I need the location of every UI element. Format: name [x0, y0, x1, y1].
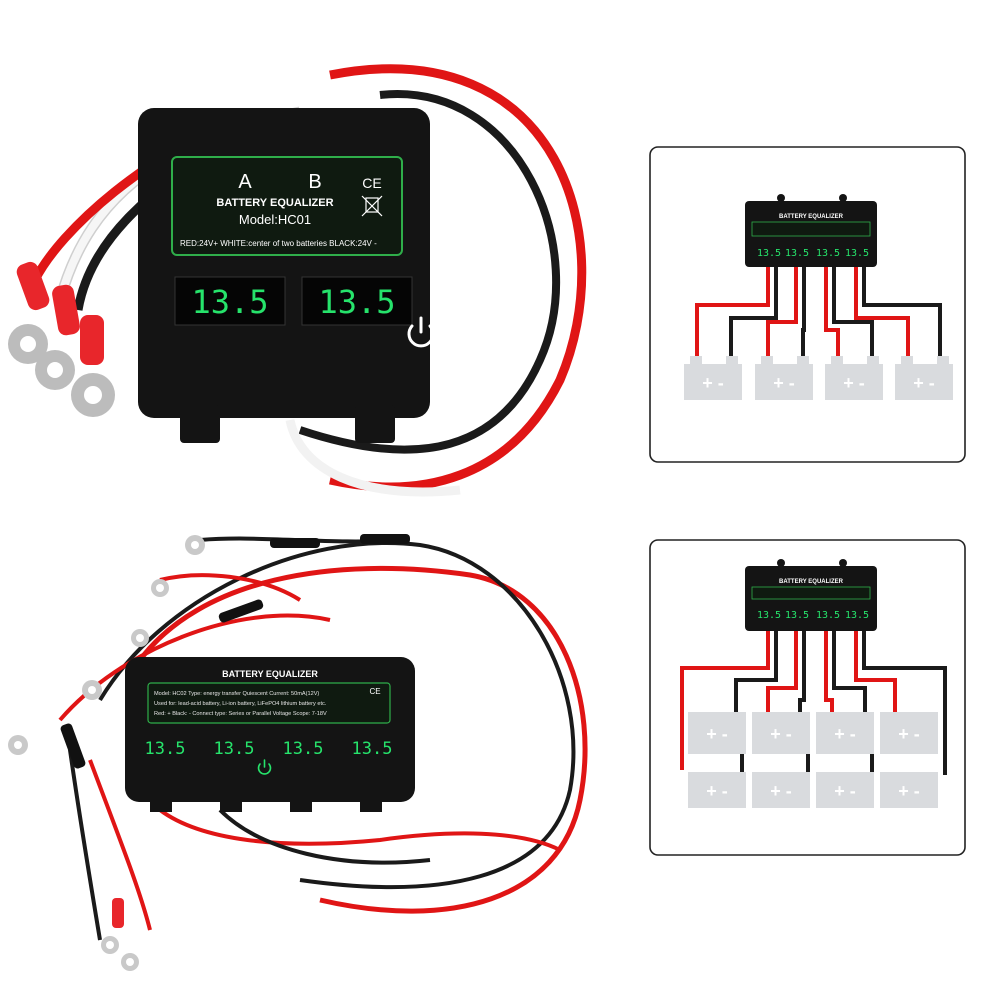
red-wire-right: [329, 64, 587, 492]
black-wire-right: [298, 90, 561, 454]
diagram-display-1: 13.5: [757, 248, 781, 259]
recycle-bin-icon: [361, 195, 383, 217]
ring-terminal: [8, 261, 50, 364]
red-wire: [158, 808, 561, 852]
hc01-display-b-bezel: [301, 276, 413, 326]
diagram-wires: [695, 264, 942, 360]
battery: + -: [752, 772, 810, 808]
label-b: B: [308, 171, 321, 193]
battery: + -: [684, 356, 742, 400]
svg-text:+ -: + -: [898, 724, 920, 744]
white-wire-bottom: [285, 418, 461, 497]
hc01-title: BATTERY EQUALIZER: [216, 197, 333, 209]
svg-text:+ -: + -: [706, 724, 728, 744]
battery: + -: [895, 356, 953, 400]
svg-text:+ -: + -: [913, 373, 935, 393]
diagram-display-2: 13.5: [785, 610, 809, 621]
diagram-wires: [680, 628, 947, 780]
black-wire: [98, 540, 576, 890]
ring-terminal: [185, 535, 205, 555]
battery: + -: [880, 772, 938, 808]
black-wire: [68, 749, 102, 941]
diagram-module-title: BATTERY EQUALIZER: [779, 579, 844, 585]
mounting-tab: [220, 790, 242, 812]
svg-text:+ -: + -: [834, 781, 856, 801]
red-wire: [159, 573, 302, 602]
diagram-display-3: 13.5: [816, 248, 840, 259]
battery: + -: [688, 772, 746, 808]
ring-terminal: [35, 284, 80, 390]
diagram-spec-frame: [751, 221, 871, 237]
black-wire: [218, 808, 431, 865]
hc02-title: BATTERY EQUALIZER: [222, 669, 318, 679]
ce-mark: CE: [362, 175, 381, 191]
hc01-display-a: 13.5: [191, 283, 268, 321]
battery: + -: [752, 712, 810, 754]
hc01-display-b: 13.5: [318, 283, 395, 321]
diagram-display-1: 13.5: [757, 610, 781, 621]
ring-terminal: [82, 680, 102, 700]
parallel-wiring-diagram: BATTERY EQUALIZER 13.5 13.5 13.5 13.5 + …: [649, 539, 966, 856]
ring-terminal: [121, 953, 139, 971]
hc02-display-3: 13.5: [283, 739, 324, 759]
hc01-model: Model:HC01: [239, 212, 311, 227]
hc02-spec-line-3: Red: + Black: - Connect type: Series or …: [154, 711, 327, 717]
power-icon: [407, 316, 435, 348]
svg-text:+ -: + -: [770, 724, 792, 744]
label-a: A: [238, 171, 252, 193]
inline-fuse: [360, 534, 410, 544]
hc01-product-photo: A B CE BATTERY EQUALIZER Model:HC01 RED:…: [8, 64, 587, 497]
hc02-display-4: 13.5: [352, 739, 393, 759]
hc02-product-photo: BATTERY EQUALIZER Model: HC02 Type: ener…: [8, 534, 588, 971]
inline-fuse: [218, 599, 264, 623]
mounting-tab: [150, 790, 172, 812]
terminal-sleeve: [112, 898, 124, 928]
ring-terminal: [8, 735, 28, 755]
diagram-display-4: 13.5: [845, 248, 869, 259]
hc01-body: [138, 108, 430, 418]
svg-text:+ -: + -: [702, 373, 724, 393]
hc02-spec-line-2: Used for: lead-acid battery, Li-ion batt…: [154, 701, 327, 707]
ring-terminal: [151, 579, 169, 597]
inline-fuse: [270, 538, 320, 548]
diagram-spec-frame: [751, 586, 871, 600]
svg-text:+ -: + -: [898, 781, 920, 801]
ce-mark: CE: [369, 687, 380, 696]
hc01-wiring-note: RED:24V+ WHITE:center of two batteries B…: [180, 239, 377, 248]
battery: + -: [816, 712, 874, 754]
hc02-display-2: 13.5: [214, 739, 255, 759]
battery: + -: [816, 772, 874, 808]
svg-text:+ -: + -: [843, 373, 865, 393]
hc01-label-frame: [171, 156, 403, 256]
mounting-tab: [360, 790, 382, 812]
power-icon: [257, 759, 272, 775]
hc01-display-a-bezel: [174, 276, 286, 326]
battery: + -: [825, 356, 883, 400]
mounting-tab: [290, 790, 312, 812]
red-wire: [88, 759, 152, 931]
battery: + -: [755, 356, 813, 400]
svg-text:+ -: + -: [834, 724, 856, 744]
inline-fuse: [60, 723, 86, 769]
mounting-tab: [180, 405, 220, 443]
diagram-module-title: BATTERY EQUALIZER: [779, 214, 844, 220]
red-wire: [138, 565, 588, 914]
svg-text:+ -: + -: [706, 781, 728, 801]
diagram-display-2: 13.5: [785, 248, 809, 259]
hc02-spec-line-1: Model: HC02 Type: energy transfer Quiesc…: [154, 691, 319, 697]
ring-terminal: [101, 936, 119, 954]
diagram-display-3: 13.5: [816, 610, 840, 621]
hc02-display-1: 13.5: [145, 739, 186, 759]
battery: + -: [688, 712, 746, 754]
ring-terminal: [131, 629, 149, 647]
mounting-tab: [355, 405, 395, 443]
series-wiring-diagram: BATTERY EQUALIZER 13.5 13.5 13.5 13.5 + …: [649, 146, 966, 463]
svg-text:+ -: + -: [773, 373, 795, 393]
ring-terminal: [71, 315, 115, 417]
diagram-display-4: 13.5: [845, 610, 869, 621]
battery: + -: [880, 712, 938, 754]
svg-text:+ -: + -: [770, 781, 792, 801]
hc02-spec-frame: [147, 682, 391, 724]
